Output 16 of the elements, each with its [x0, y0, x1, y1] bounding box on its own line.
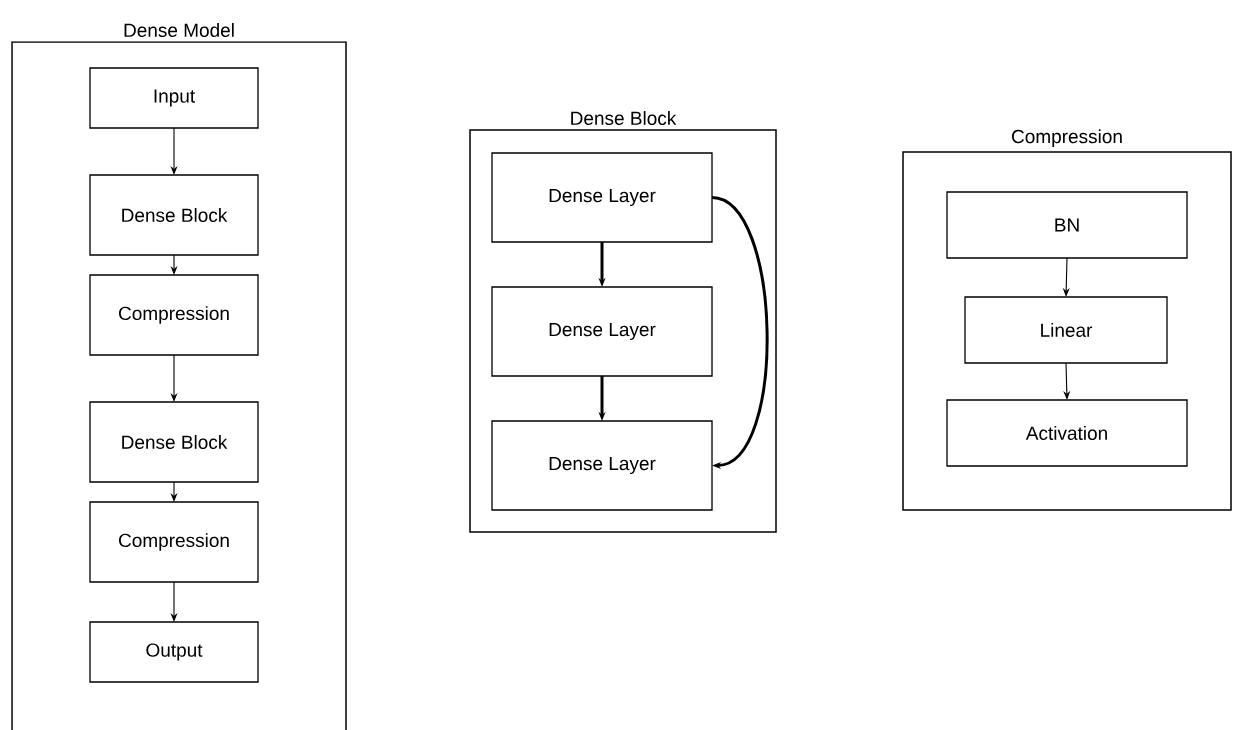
process-box: Compression — [89, 501, 259, 583]
node-label: Compression — [1012, 129, 1122, 147]
process-box: Dense Block — [89, 401, 259, 483]
arrow — [711, 196, 769, 470]
process-box: Linear — [964, 296, 1168, 364]
process-box: Output — [89, 621, 259, 683]
process-box: Input — [89, 67, 259, 129]
process-box: Dense Layer — [491, 420, 713, 511]
process-box: Activation — [946, 399, 1188, 467]
process-box: BN — [946, 191, 1188, 259]
process-box: Dense Layer — [491, 152, 713, 243]
process-box: Dense Layer — [491, 286, 713, 377]
process-box: Compression — [89, 274, 259, 356]
node-label: Dense Model — [124, 23, 234, 37]
process-box: Dense Block — [89, 174, 259, 256]
node-label: Dense Block — [571, 111, 677, 125]
